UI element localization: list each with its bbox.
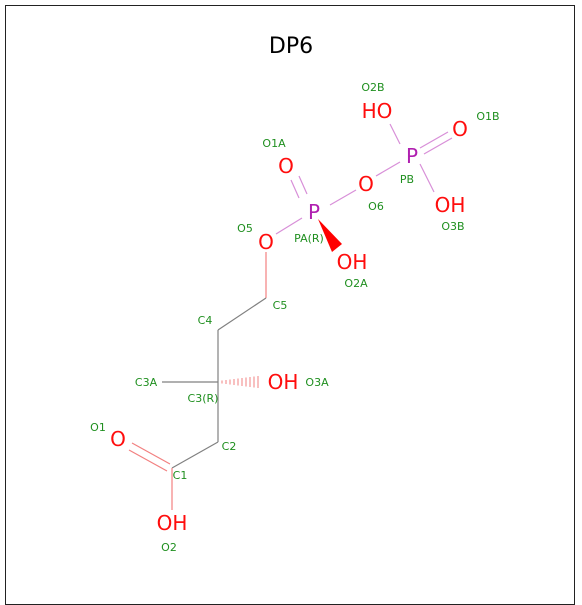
label-o3b: O3B: [441, 220, 464, 233]
atom-o6: O: [358, 172, 374, 196]
atom-o2a: OH: [337, 250, 368, 274]
label-o3a: O3A: [305, 376, 329, 389]
bond-pa-o1a-b: [298, 175, 308, 195]
label-o2b: O2B: [361, 81, 384, 94]
atom-pa: P: [308, 200, 320, 224]
bond-pb-o6: [375, 161, 401, 177]
diagram-title: DP6: [269, 34, 313, 59]
label-c3a: C3A: [135, 376, 158, 389]
bond-c5-c4: [217, 297, 267, 331]
atom-o2b: HO: [362, 99, 393, 123]
molecule-diagram: DP6: [90, 34, 499, 554]
label-c3: C3(R): [188, 392, 219, 405]
bond-pa-o5: [275, 217, 303, 235]
bond-pb-o2b: [389, 123, 401, 145]
bonds: [128, 123, 453, 510]
label-o1: O1: [90, 421, 106, 434]
diagram-frame: [5, 5, 575, 605]
label-pb: PB: [400, 173, 414, 186]
label-pa: PA(R): [294, 232, 324, 245]
atom-o3a: OH: [268, 370, 299, 394]
bond-c1-o1-b: [128, 449, 168, 472]
atom-o2: OH: [157, 511, 188, 535]
bond-pa-o1a-a: [290, 179, 300, 199]
bond-pb-o1b-b: [423, 137, 453, 155]
atom-o1: O: [110, 427, 126, 451]
label-o1b: O1B: [476, 110, 499, 123]
label-c2: C2: [222, 440, 237, 453]
label-c1: C1: [173, 469, 188, 482]
bond-o6-pa: [329, 189, 357, 206]
label-c5: C5: [273, 299, 288, 312]
bond-pb-o3b: [419, 163, 435, 193]
atom-o1a: O: [278, 154, 294, 178]
label-o6: O6: [368, 200, 384, 213]
bond-c2-c1: [171, 441, 219, 469]
atom-o5: O: [258, 230, 274, 254]
atom-pb: P: [406, 144, 418, 168]
wedge-pa-o2a: [318, 219, 342, 252]
atom-o1b: O: [452, 117, 468, 141]
bond-pb-o1b-a: [419, 131, 449, 149]
atom-o3b: OH: [435, 193, 466, 217]
label-o1a: O1A: [262, 137, 286, 150]
hashed-bond-c3-o3a: [221, 376, 259, 388]
label-o2a: O2A: [344, 277, 368, 290]
atoms: HO O O P O OH P O OH OH O OH: [110, 99, 468, 535]
atom-labels: O2B O1B O1A PB O6 O3B O5 PA(R) O2A C5 C4…: [90, 81, 499, 554]
bond-c1-o1-a: [131, 442, 171, 465]
label-c4: C4: [198, 314, 213, 327]
label-o2: O2: [161, 541, 177, 554]
label-o5: O5: [237, 222, 253, 235]
